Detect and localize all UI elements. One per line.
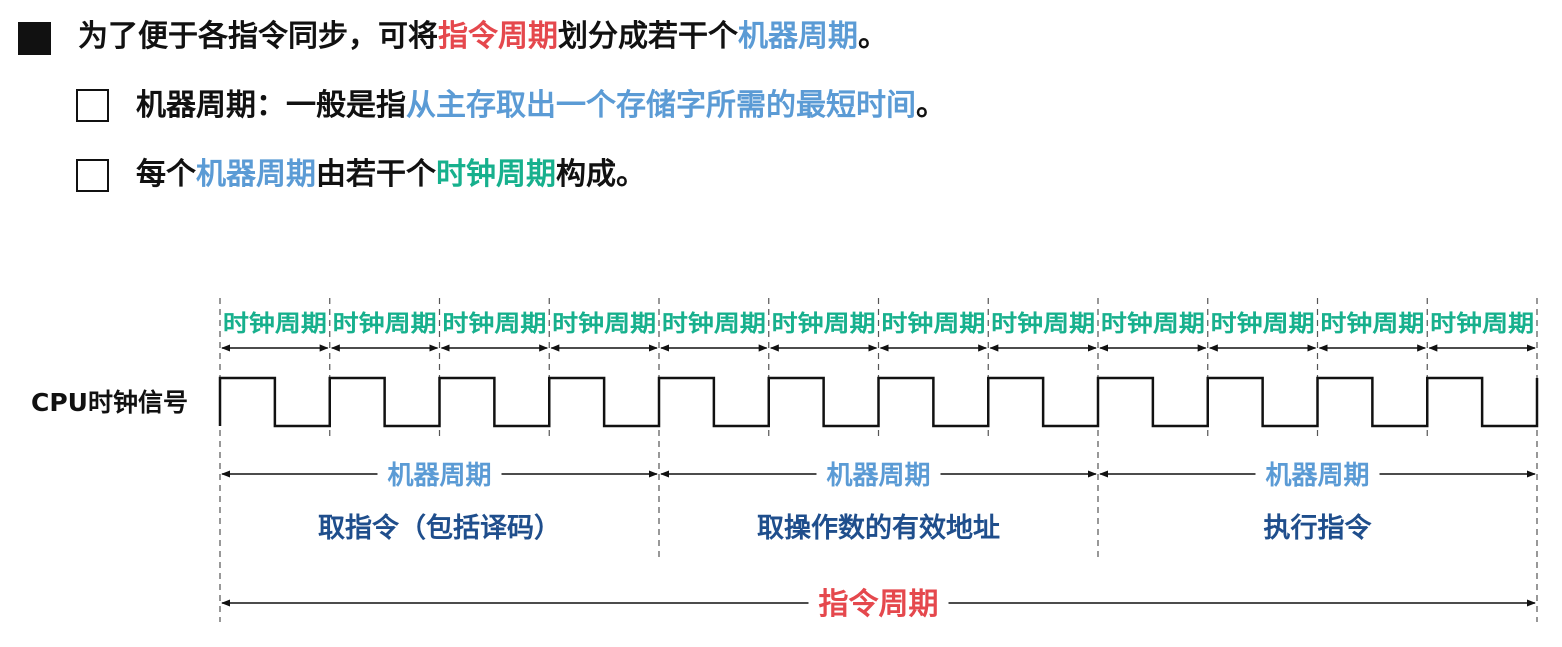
machine-cycle-term: 机器周期 <box>196 157 316 192</box>
cpu-clock-waveform <box>218 376 1539 428</box>
clock-cycle-label: 时钟周期 <box>1101 311 1205 337</box>
main-text-part: 划分成若干个 <box>558 19 738 54</box>
clock-cycle-label: 时钟周期 <box>552 311 656 337</box>
machine-cycle-definition: 从主存取出一个存储字所需的最短时间 <box>406 88 916 123</box>
instruction-cycle-term: 指令周期 <box>438 19 558 54</box>
sub1-text-part: 机器周期：一般是指 <box>136 88 406 123</box>
main-bullet-text: 为了便于各指令同步，可将指令周期划分成若干个机器周期。 <box>78 17 888 57</box>
cpu-clock-signal-label: CPU时钟信号 <box>31 388 188 417</box>
sub2-text-part: 由若干个 <box>316 157 436 192</box>
sub1-text-part: 。 <box>916 88 946 123</box>
bullet-empty-square-icon <box>76 89 109 122</box>
clock-cycle-label: 时钟周期 <box>333 311 437 337</box>
clock-cycle-label: 时钟周期 <box>662 311 766 337</box>
sub-bullet-2-text: 每个机器周期由若干个时钟周期构成。 <box>136 155 646 195</box>
clock-cycle-label: 时钟周期 <box>881 311 985 337</box>
clock-cycle-term: 时钟周期 <box>436 157 556 192</box>
clock-cycle-label: 时钟周期 <box>991 311 1095 337</box>
clock-cycle-label: 时钟周期 <box>1211 311 1315 337</box>
instruction-cycle-label: 指令周期 <box>819 587 939 622</box>
main-text-part: 为了便于各指令同步，可将 <box>78 19 438 54</box>
machine-cycle-phase-label: 取操作数的有效地址 <box>757 512 1000 544</box>
clock-cycle-label: 时钟周期 <box>772 311 876 337</box>
main-text-part: 。 <box>858 19 888 54</box>
sub2-text-part: 构成。 <box>556 157 646 192</box>
clock-cycle-label: 时钟周期 <box>223 311 327 337</box>
clock-cycle-label: 时钟周期 <box>442 311 546 337</box>
machine-cycle-term: 机器周期 <box>738 19 858 54</box>
clock-cycle-labels: 时钟周期时钟周期时钟周期时钟周期时钟周期时钟周期时钟周期时钟周期时钟周期时钟周期… <box>223 311 1534 337</box>
machine-cycle-label: 机器周期 <box>387 461 491 491</box>
machine-cycle-phase-label: 取指令（包括译码） <box>318 512 561 544</box>
clock-cycle-label: 时钟周期 <box>1430 311 1534 337</box>
instruction-cycle: 指令周期 <box>221 587 1536 622</box>
machine-cycle-label: 机器周期 <box>1265 461 1369 491</box>
clock-cycle-label: 时钟周期 <box>1320 311 1424 337</box>
machine-cycle-label: 机器周期 <box>826 461 930 491</box>
bullet-empty-square-icon <box>76 159 109 192</box>
machine-cycle-phase-label: 执行指令 <box>1264 512 1373 544</box>
cycle-boundary-dashes <box>219 298 1538 622</box>
sub-bullet-1-text: 机器周期：一般是指从主存取出一个存储字所需的最短时间。 <box>136 86 946 126</box>
bullet-filled-square-icon <box>18 22 51 55</box>
sub2-text-part: 每个 <box>136 157 196 192</box>
